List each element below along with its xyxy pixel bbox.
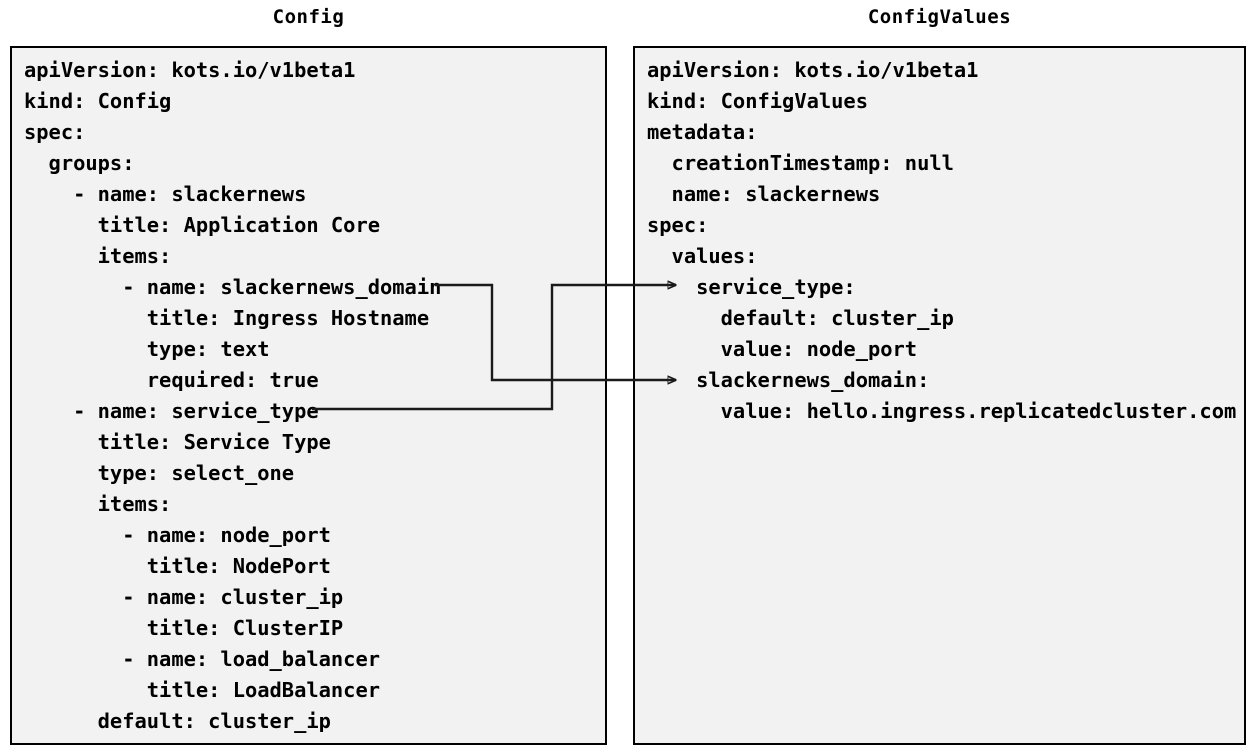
yaml-line: - name: node_port [24,523,331,547]
yaml-line: spec: [647,213,709,237]
yaml-line: metadata: [647,120,758,144]
yaml-line: creationTimestamp: null [647,151,954,175]
yaml-line: - name: slackernews [24,182,307,206]
yaml-line: - name: slackernews_domain [24,275,442,299]
yaml-line: default: cluster_ip [647,306,954,330]
yaml-line: apiVersion: kots.io/v1beta1 [24,58,356,82]
yaml-line: name: slackernews [647,182,881,206]
yaml-line: title: Application Core [24,213,381,237]
yaml-line: type: text [24,337,270,361]
yaml-line: groups: [24,151,135,175]
yaml-line: - name: cluster_ip [24,585,344,609]
yaml-line: apiVersion: kots.io/v1beta1 [647,58,979,82]
yaml-line: title: NodePort [24,554,331,578]
yaml-line: items: [24,244,172,268]
yaml-line: value: node_port [647,337,918,361]
yaml-line: kind: Config [24,89,172,113]
yaml-text-configvalues: apiVersion: kots.io/v1beta1 kind: ConfigV… [647,55,1244,427]
yaml-line: title: Ingress Hostname [24,306,430,330]
yaml-line: - name: service_type [24,399,319,423]
yaml-line: service_type: [647,275,856,299]
yaml-line: title: ClusterIP [24,616,344,640]
yaml-line: items: [24,492,172,516]
yaml-line: kind: ConfigValues [647,89,868,113]
yaml-line: - name: load_balancer [24,647,381,671]
yaml-panel-config: apiVersion: kots.io/v1beta1 kind: Config s… [10,46,607,745]
yaml-line: spec: [24,120,86,144]
yaml-line: title: Service Type [24,430,331,454]
yaml-line: required: true [24,368,319,392]
yaml-line: value: hello.ingress.replicatedcluster.c… [647,399,1237,423]
panel-title-config: Config [272,6,345,28]
yaml-text-config: apiVersion: kots.io/v1beta1 kind: Config s… [24,55,605,737]
yaml-line: slackernews_domain: [647,368,930,392]
panel-title-configvalues: ConfigValues [867,6,1012,28]
yaml-line: title: LoadBalancer [24,678,381,702]
yaml-line: type: select_one [24,461,295,485]
yaml-line: default: cluster_ip [24,709,331,733]
yaml-line: values: [647,244,758,268]
yaml-panel-configvalues: apiVersion: kots.io/v1beta1 kind: ConfigV… [633,46,1246,745]
